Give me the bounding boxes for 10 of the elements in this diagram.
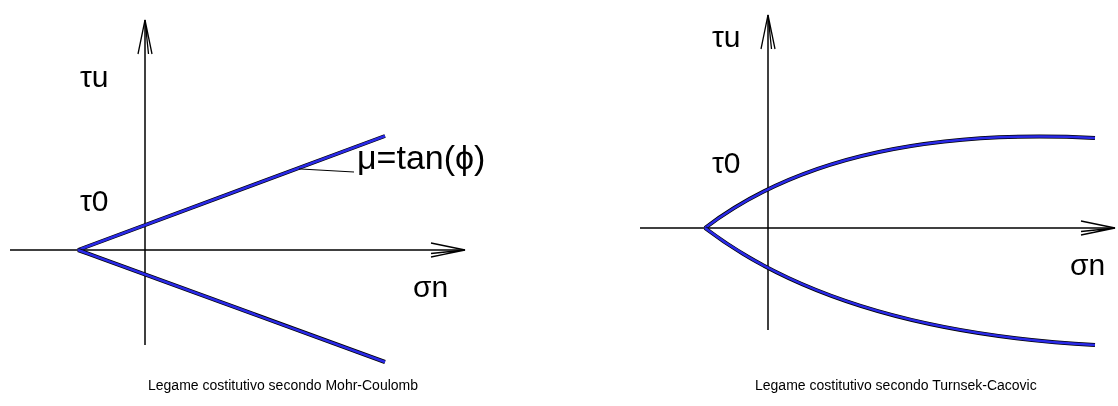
axis-label: τu [80,62,109,92]
caption: Legame costitutivo secondo Mohr-Coulomb [148,378,419,392]
leader-line [298,168,355,173]
axis-label: τ0 [80,186,109,216]
axis-label: τ0 [712,148,741,178]
formula-label: μ=tan(ϕ) [357,140,486,174]
axis-label: σn [413,272,449,302]
axis-label: τu [712,22,741,52]
caption: Legame costitutivo secondo Turnsek-Cacovic [755,378,1037,392]
axis-label: σn [1070,250,1106,280]
